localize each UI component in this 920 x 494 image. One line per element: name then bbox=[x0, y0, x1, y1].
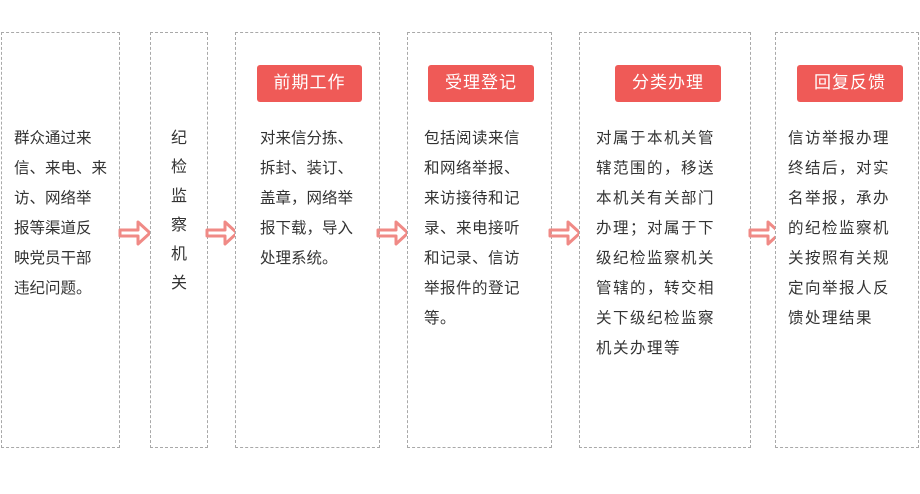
step-box-feedback: 回复反馈 信访举报办理 终结后，对实 名举报，承办 的纪检监察机 关按照有关规 … bbox=[775, 32, 919, 448]
arrow-right-icon bbox=[205, 220, 239, 246]
step-text-accept: 包括阅读来信 和网络举报、 来访接待和记 录、来电接听 和记录、信访 举报件的登… bbox=[424, 129, 521, 327]
step-box-preliminary: 前期工作 对来信分拣、 拆封、装订、 盖章，网络举 报下载，导入 处理系统。 bbox=[235, 32, 380, 448]
step-badge-feedback: 回复反馈 bbox=[797, 65, 903, 102]
step-box-classify: 分类办理 对属于本机关管 辖范围的，移送 本机关有关部门 办理；对属于下 级纪检… bbox=[579, 32, 751, 448]
arrow-right-icon bbox=[748, 220, 782, 246]
step-badge-classify: 分类办理 bbox=[615, 65, 721, 102]
step-badge-accept: 受理登记 bbox=[428, 65, 534, 102]
step-box-accept: 受理登记 包括阅读来信 和网络举报、 来访接待和记 录、来电接听 和记录、信访 … bbox=[407, 32, 552, 448]
arrow-right-icon bbox=[376, 220, 410, 246]
step-box-source: 群众通过来 信、来电、来 访、网络举 报等渠道反 映党员干部 违纪问题。 bbox=[1, 32, 120, 448]
step-text-preliminary: 对来信分拣、 拆封、装订、 盖章，网络举 报下载，导入 处理系统。 bbox=[260, 129, 354, 267]
arrow-right-icon bbox=[118, 220, 152, 246]
step-text-feedback: 信访举报办理 终结后，对实 名举报，承办 的纪检监察机 关按照有关规 定向举报人… bbox=[788, 129, 891, 327]
step-text-organ: 纪 检 监 察 机 关 bbox=[170, 128, 187, 292]
step-box-organ: 纪 检 监 察 机 关 bbox=[150, 32, 208, 448]
arrow-right-icon bbox=[548, 220, 582, 246]
step-text-classify: 对属于本机关管 辖范围的，移送 本机关有关部门 办理；对属于下 级纪检监察机关 … bbox=[596, 129, 716, 357]
step-text-source: 群众通过来 信、来电、来 访、网络举 报等渠道反 映党员干部 违纪问题。 bbox=[14, 129, 108, 297]
step-badge-preliminary: 前期工作 bbox=[257, 65, 362, 102]
